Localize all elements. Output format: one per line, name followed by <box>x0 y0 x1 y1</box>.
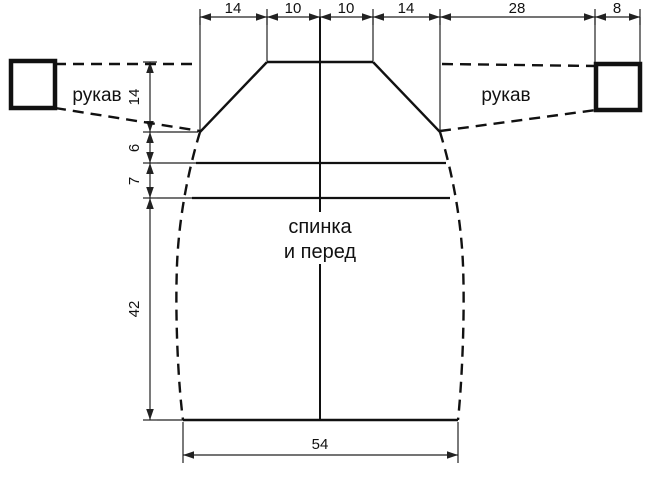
bottom-dim-label: 54 <box>312 436 329 453</box>
top-dim-label: 8 <box>613 0 621 17</box>
right-cuff-square <box>593 61 643 113</box>
body-label-line1: спинка <box>288 216 352 238</box>
left-dim-label: 14 <box>126 89 143 106</box>
sleeves <box>54 62 597 133</box>
left-dim-label: 7 <box>126 177 143 185</box>
top-dim-label: 28 <box>509 0 526 17</box>
shoulder-slope-left <box>199 61 268 133</box>
sleeve-bottom-right <box>439 108 597 133</box>
bottom-dimension <box>182 422 459 463</box>
left-dimension <box>143 61 198 421</box>
top-dim-label: 10 <box>285 0 302 17</box>
shoulder-slope-right <box>372 61 441 133</box>
top-dimension-labels: 14 10 10 14 28 8 <box>225 0 622 17</box>
body-label-line2: и перед <box>284 241 356 263</box>
left-dim-label: 42 <box>126 301 143 318</box>
side-seam-left <box>175 131 202 421</box>
top-dim-label: 14 <box>398 0 415 17</box>
top-dim-label: 10 <box>338 0 355 17</box>
left-dim-label: 6 <box>126 144 143 152</box>
sleeve-bottom-left <box>54 106 201 133</box>
body-label-background <box>286 212 354 264</box>
left-dimension-labels: 14 6 7 42 <box>126 89 143 318</box>
left-cuff-square <box>8 58 58 111</box>
side-seam-right <box>438 131 465 421</box>
sleeve-label-left: рукав <box>72 85 121 106</box>
top-dim-label: 14 <box>225 0 242 17</box>
sleeve-label-right: рукав <box>481 85 530 106</box>
sleeve-top-right <box>441 62 597 68</box>
top-dimension <box>199 9 641 131</box>
garment-body <box>175 17 465 422</box>
